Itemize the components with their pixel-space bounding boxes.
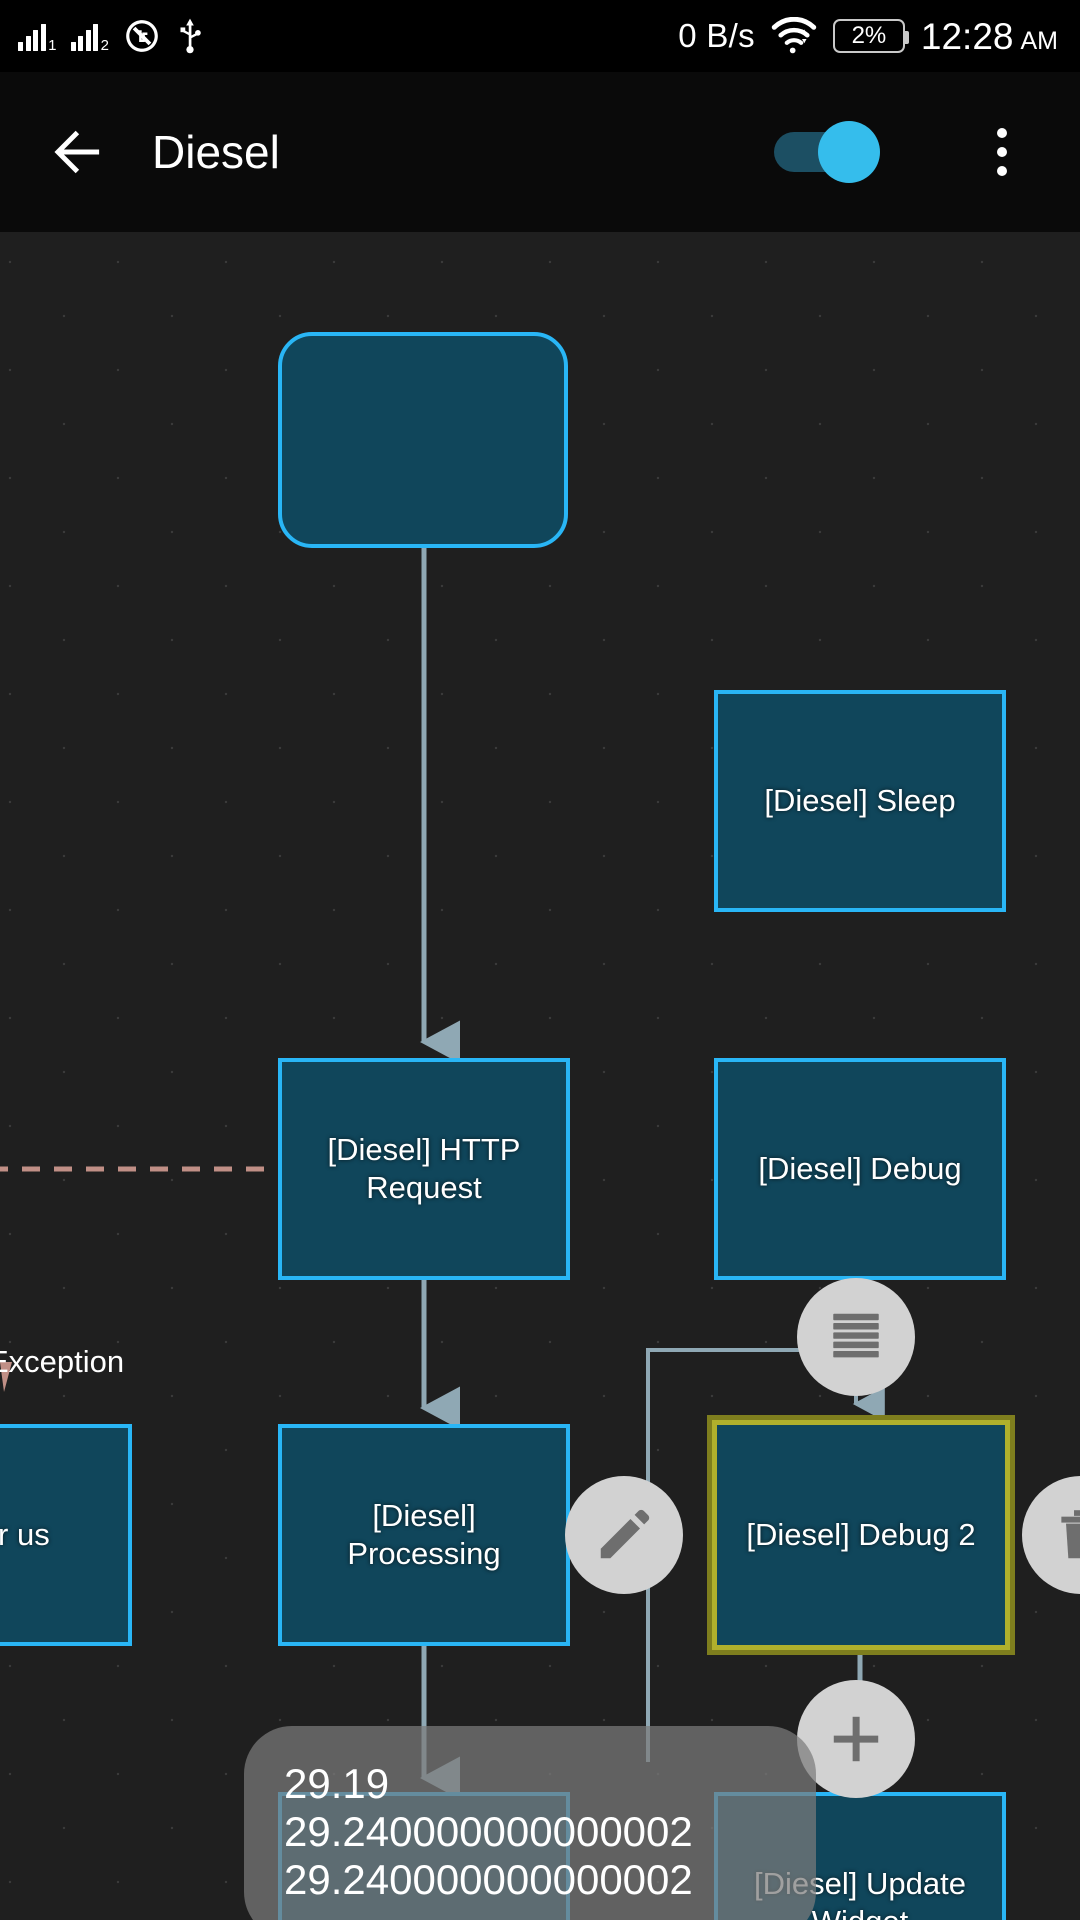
- node-layer: [Diesel] Sleep [Diesel] HTTP Request [Dies…: [0, 232, 1080, 1920]
- list-fab[interactable]: [797, 1278, 915, 1396]
- clock-ampm: AM: [1020, 26, 1059, 55]
- page-title: Diesel: [152, 126, 280, 178]
- nfc-disabled-icon: [126, 20, 158, 52]
- flow-node-http-request[interactable]: [Diesel] HTTP Request: [278, 1058, 570, 1280]
- flow-node-label: [Diesel] Sleep: [764, 783, 956, 819]
- flow-node-label: ] Error us: [0, 1517, 50, 1553]
- signal-strength-sim2-icon: 2: [70, 21, 109, 54]
- back-button[interactable]: [32, 106, 124, 198]
- add-fab[interactable]: [797, 1680, 915, 1798]
- clock-time: 12:28: [920, 15, 1014, 57]
- plus-icon: [833, 1716, 879, 1762]
- more-vertical-icon-dot: [997, 166, 1007, 176]
- wifi-icon: [771, 17, 817, 54]
- flow-node-debug[interactable]: [Diesel] Debug: [714, 1058, 1006, 1280]
- wire-exception-arrow: [0, 1362, 12, 1392]
- edit-fab[interactable]: [565, 1476, 683, 1594]
- status-bar: 1 2 0 B/s: [0, 0, 1080, 72]
- list-lines-icon: [833, 1313, 879, 1358]
- trash-icon: [1061, 1510, 1080, 1559]
- flow-enable-toggle[interactable]: [774, 121, 880, 183]
- sim1-label: 1: [48, 37, 57, 54]
- fab-layer: [0, 232, 1080, 1920]
- clock: 12:28 AM: [921, 18, 1058, 55]
- app-bar: Diesel: [0, 72, 1080, 232]
- flow-node-debug-2[interactable]: [Diesel] Debug 2: [707, 1415, 1015, 1655]
- battery-level: 2%: [851, 22, 887, 49]
- flow-node-label: [Diesel] Processing: [347, 1498, 501, 1571]
- flow-node-flow-begin[interactable]: [278, 332, 568, 548]
- more-vertical-icon-dot: [997, 128, 1007, 138]
- battery-indicator: 2%: [832, 19, 909, 53]
- flow-node-label: [Diesel] HTTP Request: [327, 1132, 521, 1205]
- usb-icon: [180, 18, 201, 54]
- signal-strength-sim1-icon: 1: [18, 21, 57, 54]
- network-speed: 0 B/s: [678, 17, 755, 54]
- flow-node-sleep[interactable]: [Diesel] Sleep: [714, 690, 1006, 912]
- edge-label-exception: Exception: [0, 1344, 125, 1379]
- status-bar-right: 0 B/s 2% 12:28 AM: [678, 0, 1058, 72]
- toggle-knob: [818, 121, 880, 183]
- flow-node-label: [Diesel] Debug: [758, 1151, 962, 1187]
- flow-node-error-status[interactable]: ] Error us: [0, 1424, 132, 1646]
- delete-fab[interactable]: [1022, 1476, 1080, 1594]
- flow-canvas[interactable]: [Diesel] Sleep [Diesel] HTTP Request [Dies…: [0, 232, 1080, 1920]
- arrow-left-icon: [54, 130, 100, 174]
- overflow-menu-button[interactable]: [964, 114, 1040, 190]
- flow-node-label: [Diesel] Debug 2: [746, 1517, 976, 1553]
- sim2-label: 2: [100, 37, 109, 54]
- more-vertical-icon-dot: [997, 147, 1007, 157]
- pencil-icon: [600, 1509, 650, 1559]
- status-bar-left: 1 2: [18, 0, 205, 72]
